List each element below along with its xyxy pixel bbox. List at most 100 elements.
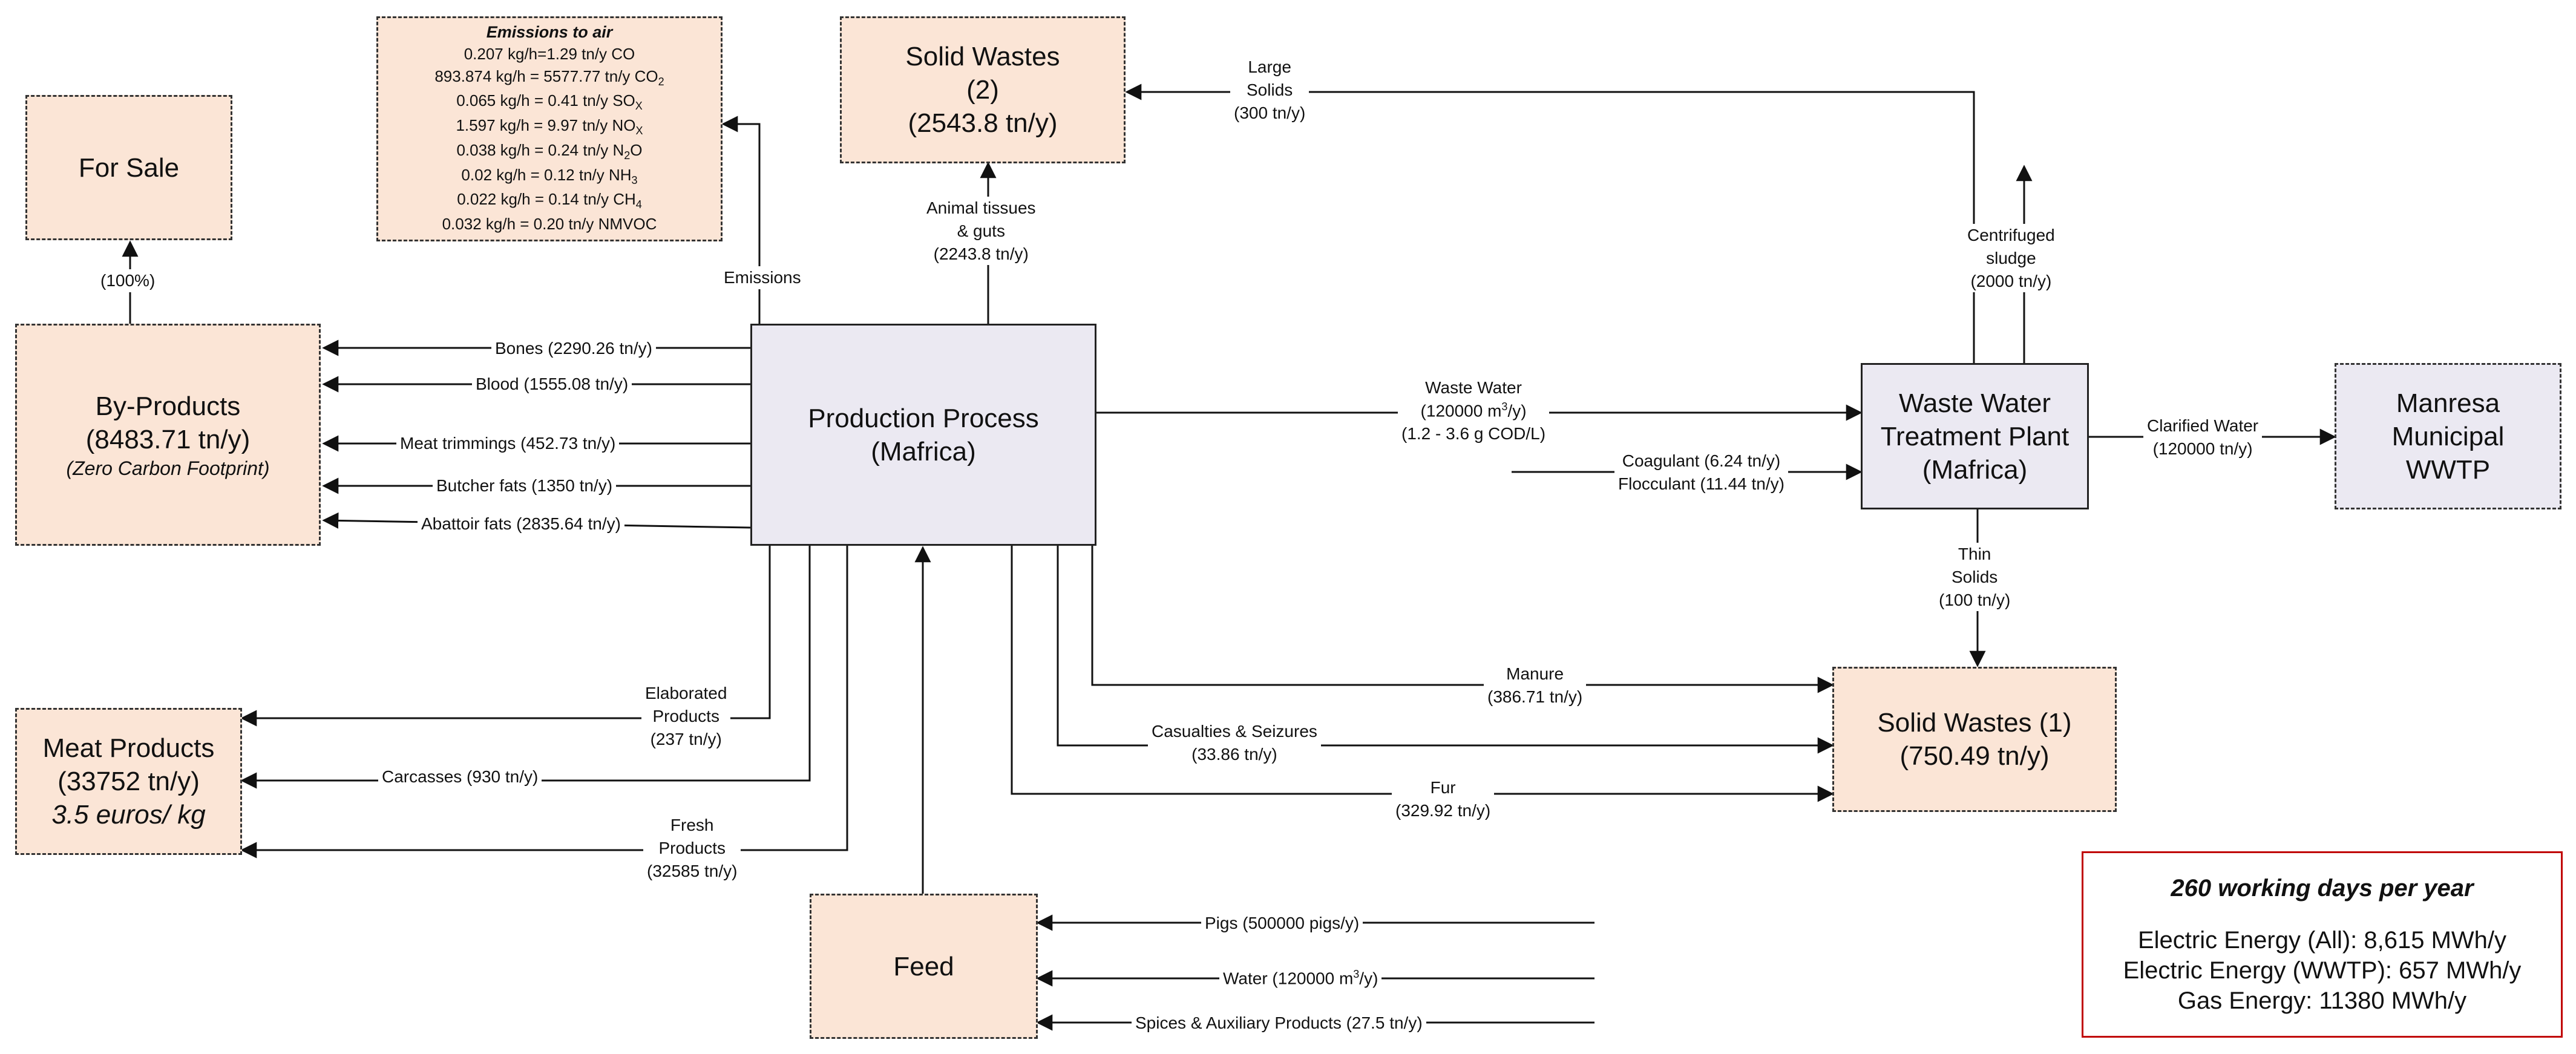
emission-line: 0.02 kg/h = 0.12 tn/y NH3 <box>434 164 664 189</box>
for-sale-percentage-label: (100%) <box>97 269 159 292</box>
water-input-unit: /y) <box>1359 969 1378 988</box>
info-title: 260 working days per year <box>2171 875 2474 902</box>
carcasses-label: Carcasses (930 tn/y) <box>378 765 542 788</box>
emission-tail: O <box>630 140 643 159</box>
by-products-box: By-Products (8483.71 tn/y) (Zero Carbon … <box>15 324 321 546</box>
solid-wastes-1-amount: (750.49 tn/y) <box>1899 741 2050 771</box>
emission-value: 1.597 kg/h = 9.97 tn/y NO <box>456 116 636 135</box>
solid-wastes-2-number: (2) <box>966 75 999 105</box>
casualties-label: Casualties & Seizures (33.86 tn/y) <box>1148 720 1321 766</box>
elaborated-line-1: Elaborated <box>645 684 727 702</box>
thin-solids-line-1: Thin <box>1958 545 1991 563</box>
elaborated-products-label: Elaborated Products (237 tn/y) <box>641 682 731 751</box>
feed-label: Feed <box>893 951 954 981</box>
manure-line-1: Manure <box>1506 664 1564 683</box>
emission-line: 0.065 kg/h = 0.41 tn/y SOX <box>434 90 664 114</box>
manresa-line-1: Manresa <box>2396 388 2500 418</box>
emission-value: 0.02 kg/h = 0.12 tn/y NH <box>461 165 632 184</box>
fresh-line-3: (32585 tn/y) <box>647 861 738 880</box>
abattoir-fats-label: Abattoir fats (2835.64 tn/y) <box>418 512 624 535</box>
solid-wastes-1-title: Solid Wastes (1) <box>1877 708 2072 738</box>
emission-line: 1.597 kg/h = 9.97 tn/y NOX <box>434 114 664 139</box>
fresh-line-2: Products <box>658 838 726 857</box>
casualties-line-2: (33.86 tn/y) <box>1191 744 1277 764</box>
emission-subscript: X <box>635 125 643 137</box>
elaborated-line-2: Products <box>652 706 719 725</box>
fresh-products-label: Fresh Products (32585 tn/y) <box>643 814 741 883</box>
solid-wastes-2-title: Solid Wastes <box>905 42 1060 71</box>
fur-line-2: (329.92 tn/y) <box>1395 800 1491 820</box>
waste-water-line-3: (1.2 - 3.6 g COD/L) <box>1401 424 1546 443</box>
meat-products-title: Meat Products <box>42 733 215 763</box>
waste-water-volume-unit: /y) <box>1507 401 1527 421</box>
clarified-line-1: Clarified Water <box>2147 416 2259 435</box>
coagulant-flocculant-label: Coagulant (6.24 tn/y) Flocculant (11.44 … <box>1614 450 1788 496</box>
info-electric-wwtp: Electric Energy (WWTP): 657 MWh/y <box>2123 957 2522 984</box>
pigs-label: Pigs (500000 pigs/y) <box>1201 912 1363 935</box>
production-title: Production Process <box>808 403 1039 433</box>
emissions-title: Emissions to air <box>486 23 613 42</box>
water-input-label: Water (120000 m3/y) <box>1219 967 1382 990</box>
emission-value: 0.207 kg/h=1.29 tn/y CO <box>464 44 635 63</box>
waste-water-line-2: (120000 m3/y) <box>1401 399 1545 422</box>
meat-products-box: Meat Products (33752 tn/y) 3.5 euros/ kg <box>15 708 242 855</box>
wwtp-box: Waste Water Treatment Plant (Mafrica) <box>1861 363 2089 509</box>
animal-tissues-line-3: (2243.8 tn/y) <box>933 244 1029 263</box>
water-input-volume: Water (120000 m <box>1223 969 1354 988</box>
manresa-wwtp-box: Manresa Municipal WWTP <box>2335 363 2561 509</box>
feed-box: Feed <box>810 894 1038 1039</box>
waste-water-line-1: Waste Water <box>1425 378 1522 397</box>
centrifuged-line-2: sludge <box>1986 248 2036 267</box>
elaborated-line-3: (237 tn/y) <box>650 729 722 748</box>
arrow-fur <box>1011 545 1834 802</box>
meat-trimmings-label: Meat trimmings (452.73 tn/y) <box>396 432 620 455</box>
butcher-fats-label: Butcher fats (1350 tn/y) <box>433 474 617 497</box>
blood-label: Blood (1555.08 tn/y) <box>472 373 632 396</box>
emission-value: 0.038 kg/h = 0.24 tn/y N <box>456 140 624 159</box>
emission-subscript: 4 <box>635 198 642 211</box>
by-products-amount: (8483.71 tn/y) <box>85 424 251 454</box>
info-box: 260 working days per year Electric Energ… <box>2082 851 2563 1038</box>
emission-value: 893.874 kg/h = 5577.77 tn/y CO <box>434 67 658 85</box>
emission-line: 893.874 kg/h = 5577.77 tn/y CO2 <box>434 65 664 90</box>
arrow-emissions <box>721 116 761 324</box>
centrifuged-line-3: (2000 tn/y) <box>1970 271 2052 290</box>
emission-value: 0.022 kg/h = 0.14 tn/y CH <box>457 190 636 209</box>
fur-line-1: Fur <box>1430 778 1456 797</box>
large-solids-label: Large Solids (300 tn/y) <box>1230 56 1309 125</box>
arrow-manure <box>1091 545 1834 693</box>
emission-value: 0.032 kg/h = 0.20 tn/y NMVOC <box>442 215 657 234</box>
wwtp-line-2: Treatment Plant <box>1880 421 2070 451</box>
emission-line: 0.038 kg/h = 0.24 tn/y N2O <box>434 139 664 164</box>
coagulant-label: Coagulant (6.24 tn/y) <box>1622 451 1781 470</box>
large-solids-line-2: Solids <box>1247 80 1293 99</box>
meat-products-amount: (33752 tn/y) <box>57 767 200 796</box>
manresa-line-2: Municipal <box>2391 421 2505 451</box>
wwtp-line-3: (Mafrica) <box>1922 454 2028 485</box>
arrow-large-solids <box>1125 83 1975 363</box>
animal-tissues-line-1: Animal tissues <box>926 198 1036 217</box>
solid-wastes-1-box: Solid Wastes (1) (750.49 tn/y) <box>1832 667 2117 812</box>
centrifuged-sludge-label: Centrifuged sludge (2000 tn/y) <box>1964 224 2059 293</box>
emissions-box: Emissions to air 0.207 kg/h=1.29 tn/y CO… <box>376 16 723 241</box>
clarified-water-label: Clarified Water (120000 tn/y) <box>2143 414 2263 460</box>
by-products-title: By-Products <box>95 391 241 421</box>
centrifuged-line-1: Centrifuged <box>1967 226 2055 244</box>
for-sale-box: For Sale <box>25 95 232 240</box>
large-solids-line-1: Large <box>1248 57 1291 76</box>
emission-subscript: X <box>635 100 643 113</box>
bones-label: Bones (2290.26 tn/y) <box>491 337 656 360</box>
wwtp-line-1: Waste Water <box>1898 388 2051 418</box>
arrow-elaborated <box>240 545 771 727</box>
production-subtitle: (Mafrica) <box>871 436 976 466</box>
arrow-fresh <box>240 545 848 859</box>
emission-line: 0.207 kg/h=1.29 tn/y CO <box>434 43 664 65</box>
waste-water-label: Waste Water (120000 m3/y) (1.2 - 3.6 g C… <box>1398 376 1550 445</box>
waste-water-volume-exponent: 3 <box>1501 400 1508 413</box>
by-products-note: (Zero Carbon Footprint) <box>66 457 270 479</box>
fur-label: Fur (329.92 tn/y) <box>1392 776 1495 822</box>
casualties-line-1: Casualties & Seizures <box>1152 722 1317 741</box>
waste-water-volume: (120000 m <box>1420 401 1502 421</box>
emission-line: 0.032 kg/h = 0.20 tn/y NMVOC <box>434 213 664 235</box>
